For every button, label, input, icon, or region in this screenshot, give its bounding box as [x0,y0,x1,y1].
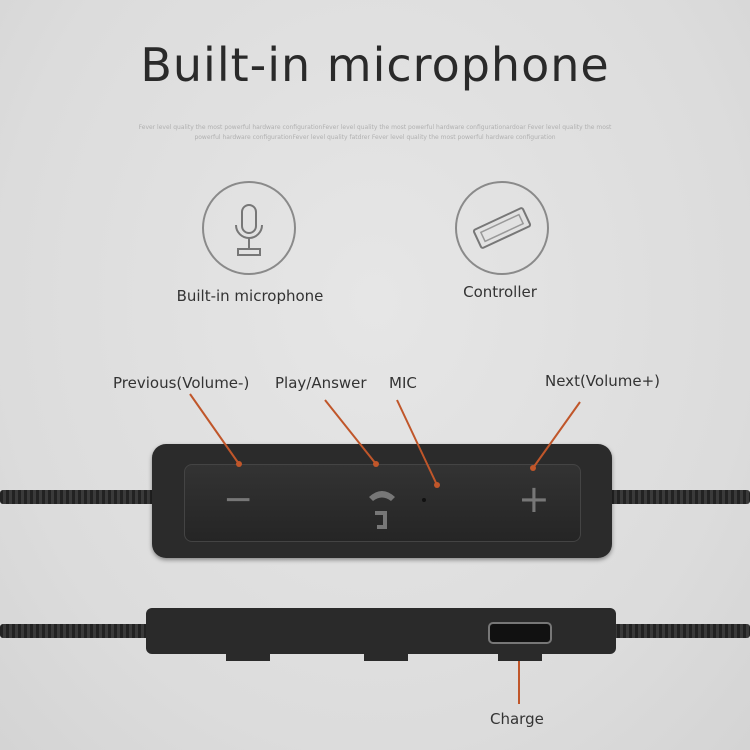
button-panel: − + [184,464,581,542]
usb-charge-port [488,622,552,644]
callout-play-answer: Play/Answer [275,374,367,392]
phone-icon[interactable] [365,483,399,533]
feature-label-microphone: Built-in microphone [176,287,324,305]
cable [0,490,160,504]
page-title: Built-in microphone [140,38,610,92]
remote-side-view [146,608,616,661]
callout-charge: Charge [490,710,544,728]
callout-mic: MIC [389,374,417,392]
cable [605,624,750,638]
callout-next: Next(Volume+) [545,372,661,390]
microphone-icon [202,181,296,275]
subtitle-line: Fever level quality the most powerful ha… [138,124,612,131]
controller-icon [455,181,549,275]
callout-previous: Previous(Volume-) [113,374,250,392]
side-button [498,654,542,661]
feature-label-controller: Controller [463,283,537,301]
cable [605,490,750,504]
side-button [364,654,408,661]
side-button [226,654,270,661]
volume-down-button[interactable]: − [223,479,254,520]
volume-up-button[interactable]: + [518,477,550,521]
subtitle-line: powerful hardware configurationFever lev… [194,134,556,141]
mic-hole [422,498,426,502]
cable [0,624,160,638]
